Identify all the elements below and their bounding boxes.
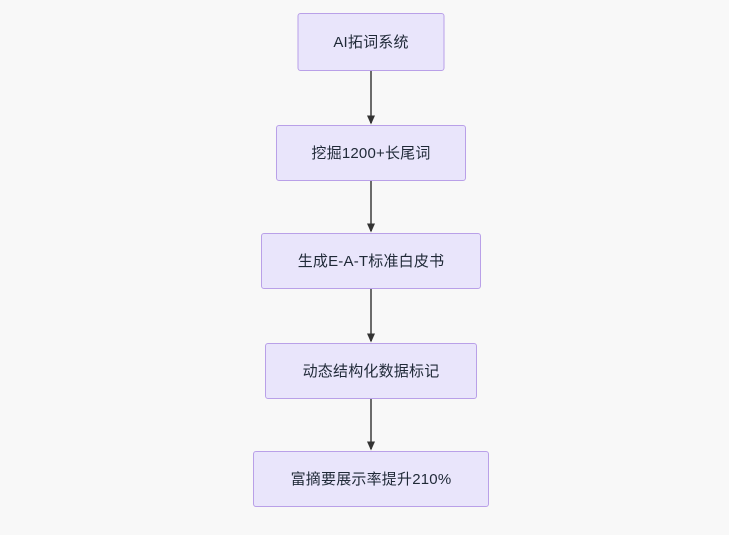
node-label: AI拓词系统 <box>333 33 409 51</box>
flowchart-node-rich-snippet-uplift[interactable]: 富摘要展示率提升210% <box>253 451 489 507</box>
flowchart-node-eat-whitepaper[interactable]: 生成E-A-T标准白皮书 <box>261 233 481 289</box>
node-label: 生成E-A-T标准白皮书 <box>297 252 445 270</box>
flowchart-node-structured-data-markup[interactable]: 动态结构化数据标记 <box>265 343 477 399</box>
node-label: 挖掘1200+长尾词 <box>311 144 431 162</box>
node-label: 动态结构化数据标记 <box>302 362 440 380</box>
flowchart-node-ai-keyword-system[interactable]: AI拓词系统 <box>297 13 445 71</box>
flowchart-node-longtail-keywords[interactable]: 挖掘1200+长尾词 <box>276 125 466 181</box>
node-label: 富摘要展示率提升210% <box>290 470 452 488</box>
